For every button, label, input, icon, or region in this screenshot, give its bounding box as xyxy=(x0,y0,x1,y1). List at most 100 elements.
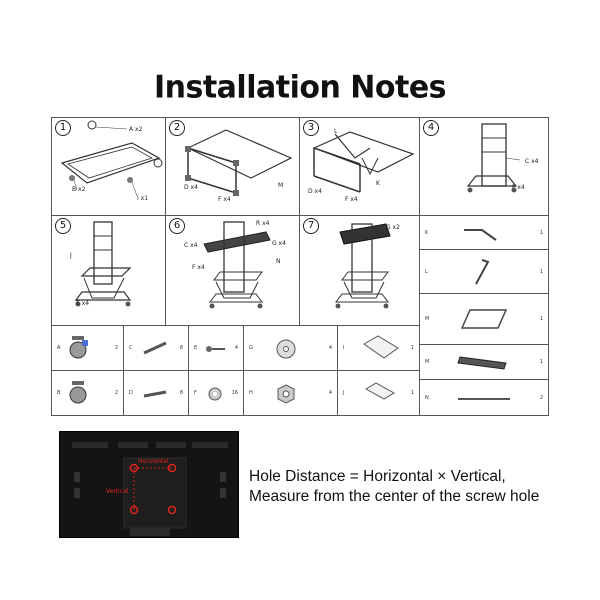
hole-note-line1: Hole Distance = Horizontal × Vertical, xyxy=(249,468,506,485)
step-label: G x4 xyxy=(272,240,286,247)
mounting-plate-icon xyxy=(457,356,507,370)
flat-washer-icon xyxy=(208,387,222,401)
step-label: K xyxy=(376,180,380,187)
l-key-icon xyxy=(464,229,497,241)
part-F-cell: F 16 xyxy=(188,370,244,416)
part-letter: F xyxy=(194,390,197,396)
step-label: M xyxy=(278,182,284,189)
step-number: 6 xyxy=(169,218,185,234)
step-label: I x1 xyxy=(137,195,149,202)
part-B-cell: B 2 xyxy=(51,370,124,416)
part-qty: 4 xyxy=(234,345,238,351)
screw-set-icon xyxy=(206,346,225,352)
step-label: D x4 xyxy=(308,188,322,195)
part-letter: K xyxy=(425,229,429,236)
step-label: F x4 xyxy=(218,196,231,203)
part-K-cell: K 1 xyxy=(419,215,549,250)
part-L-cell: L 1 xyxy=(419,249,549,294)
step-number: 7 xyxy=(303,218,319,234)
hole-distance-note: Hole Distance = Horizontal × Vertical, M… xyxy=(249,467,594,507)
step-4-panel: 4 C x4 F x4 xyxy=(419,117,549,216)
bolt-icon xyxy=(143,341,167,355)
part-qty: 1 xyxy=(410,390,414,396)
step-7-panel: 7 G x2 xyxy=(299,215,420,326)
step-number: 4 xyxy=(423,120,439,136)
shelf-mount-illustration xyxy=(74,221,132,307)
part-qty: 4 xyxy=(328,345,332,351)
vertical-label: Vertical xyxy=(106,488,129,495)
step-label: F x4 xyxy=(512,184,525,191)
upright-stand-illustration xyxy=(466,123,521,193)
horizontal-label: Horizontal xyxy=(138,458,169,465)
part-letter: L xyxy=(425,268,428,275)
part-N-cell: N 2 xyxy=(419,379,549,416)
step-label: N xyxy=(276,258,281,265)
part-letter: D xyxy=(129,390,133,396)
part-A-cell: A 2 xyxy=(51,325,124,371)
part-letter: N xyxy=(425,394,429,401)
step-2-panel: 2 D x4 F x4 M xyxy=(165,117,300,216)
step-label: F x4 xyxy=(345,196,358,203)
part-letter: M xyxy=(425,316,430,322)
step-label: D x4 xyxy=(184,184,198,191)
locking-caster-icon xyxy=(69,336,88,359)
part-qty: 1 xyxy=(539,316,543,322)
step-number: 1 xyxy=(55,120,71,136)
hex-nut-icon xyxy=(277,384,295,404)
step-1-panel: 1 A x2 B x2 I x1 xyxy=(51,117,166,216)
step-label: R x4 xyxy=(256,220,270,227)
part-qty: 2 xyxy=(114,390,118,396)
step-label: A x2 xyxy=(129,126,143,133)
part-letter: E xyxy=(194,345,198,351)
part-J-cell: J 1 xyxy=(337,370,420,416)
part-qty: 8 xyxy=(179,345,183,351)
part-qty: 2 xyxy=(539,394,543,401)
step-label: J xyxy=(70,252,72,259)
tv-back-photo: Horizontal Vertical xyxy=(59,431,239,538)
part-qty: 1 xyxy=(539,268,543,275)
shelf-board-icon xyxy=(363,335,399,359)
part-qty: 1 xyxy=(410,345,414,351)
page-title: Installation Notes xyxy=(153,69,447,106)
part-E-cell: E 4 xyxy=(188,325,244,371)
part-qty: 16 xyxy=(231,390,238,396)
part-I-cell: I 1 xyxy=(337,325,420,371)
part-letter: J xyxy=(343,390,345,396)
part-letter: I xyxy=(343,345,345,351)
shelf-frame-icon xyxy=(460,309,508,329)
part-M2-cell: M 1 xyxy=(419,344,549,380)
step-label: C x4 xyxy=(525,158,539,165)
hole-note-line2: Measure from the center of the screw hol… xyxy=(249,488,540,505)
step-label: E x4 xyxy=(76,300,90,307)
frame-assembly-illustration xyxy=(185,129,293,196)
part-D-cell: D 8 xyxy=(123,370,189,416)
part-C-cell: C 8 xyxy=(123,325,189,371)
part-letter: B xyxy=(57,390,61,396)
part-qty: 2 xyxy=(114,345,118,351)
tv-back-illustration xyxy=(60,432,238,537)
part-letter: C xyxy=(129,345,133,351)
step-6-panel: 6 R x4 C x4 G x4 F x4 N xyxy=(165,215,300,326)
step-label: C x4 xyxy=(184,242,198,249)
step-number: 2 xyxy=(169,120,185,136)
part-qty: 1 xyxy=(539,359,543,365)
caster-wheel-icon xyxy=(69,381,87,404)
part-qty: 8 xyxy=(179,390,183,396)
frame-brace-illustration xyxy=(312,131,415,193)
screw-icon xyxy=(143,390,167,398)
tv-bracket-illustration xyxy=(203,221,271,309)
washer-icon xyxy=(276,339,296,359)
step-3-panel: 3 L D x4 F x4 K xyxy=(299,117,420,216)
step-label: F x4 xyxy=(192,264,205,271)
part-qty: 1 xyxy=(539,229,543,236)
part-letter: M xyxy=(425,359,430,365)
part-H-cell: H 4 xyxy=(243,370,338,416)
step-label: B x2 xyxy=(72,186,86,193)
small-shelf-icon xyxy=(365,382,395,400)
bracket-arm-icon xyxy=(458,398,510,400)
hex-key-icon xyxy=(475,259,490,285)
step-label: G x2 xyxy=(386,224,400,231)
part-letter: H xyxy=(249,390,253,396)
step-number: 5 xyxy=(55,218,71,234)
step-label: L xyxy=(334,128,338,135)
